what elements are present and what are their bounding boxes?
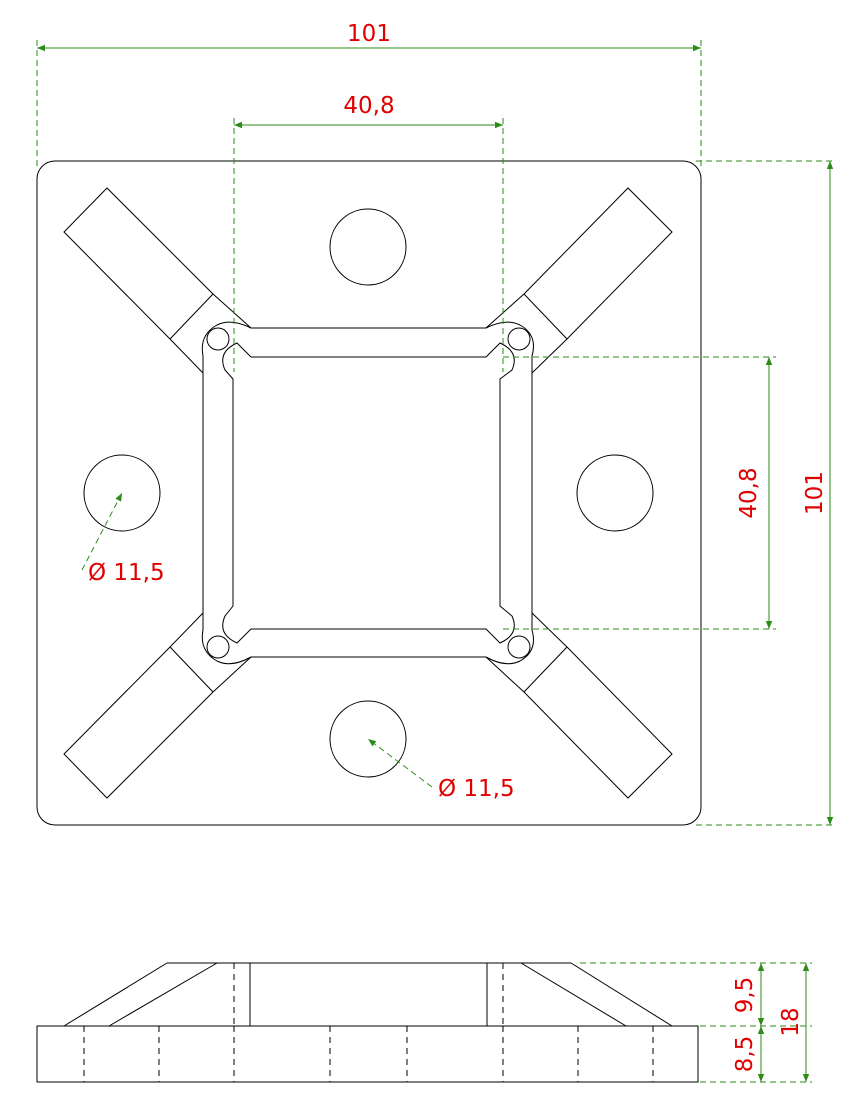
corner-slot-tr xyxy=(507,327,531,351)
hole-top xyxy=(329,208,407,286)
rib-top-right xyxy=(485,187,673,374)
side-base-plate xyxy=(36,1025,699,1083)
rib-bottom-left xyxy=(63,612,252,799)
dim-upper-height: 9,5 xyxy=(732,977,758,1014)
top-view xyxy=(36,160,702,826)
dim-hole-bottom: Ø 11,5 xyxy=(438,776,515,802)
leader-hole-left xyxy=(81,492,123,571)
channel-inner xyxy=(222,342,515,644)
dim-overall-height: 101 xyxy=(802,471,828,515)
dim-inner-height: 40,8 xyxy=(736,467,762,518)
corner-slot-tl xyxy=(206,327,230,351)
dim-inner-width: 40,8 xyxy=(343,93,394,119)
corner-slot-bl xyxy=(206,635,230,659)
base-plate-outline xyxy=(36,160,702,826)
dim-total-height: 18 xyxy=(778,1007,804,1036)
hole-left xyxy=(83,454,161,532)
channel-outer xyxy=(201,321,534,665)
side-dimensions: 9,5 8,5 18 xyxy=(580,962,812,1083)
top-dimensions: 101 40,8 101 40,8 Ø 11,5 Ø 11,5 xyxy=(36,21,836,826)
dim-hole-left: Ø 11,5 xyxy=(88,560,165,586)
rib-bottom-right xyxy=(485,612,673,799)
hole-bottom xyxy=(329,700,407,778)
leader-hole-bottom xyxy=(367,738,433,788)
hole-right xyxy=(576,454,654,532)
dim-overall-width: 101 xyxy=(347,21,391,47)
corner-slot-br xyxy=(507,635,531,659)
side-view xyxy=(36,962,699,1083)
dim-lower-height: 8,5 xyxy=(732,1036,758,1073)
rib-top-left xyxy=(63,187,252,374)
